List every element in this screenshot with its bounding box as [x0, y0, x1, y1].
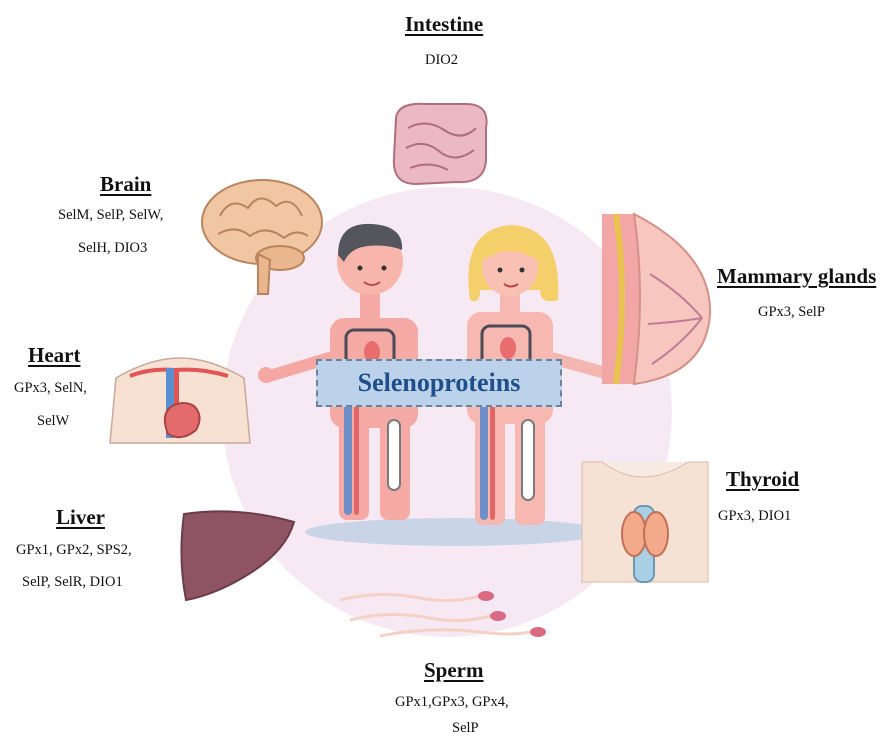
mammary-title: Mammary glands — [717, 264, 876, 289]
liver-title: Liver — [56, 505, 105, 530]
sperm-illustration — [340, 580, 550, 640]
heart-illustration — [110, 338, 250, 443]
brain-title: Brain — [100, 172, 151, 197]
ground-shadow — [305, 518, 605, 546]
heart-proteins-line1: GPx3, SelN, — [14, 376, 87, 401]
mammary-illustration — [602, 214, 712, 384]
liver-proteins-line2: SelP, SelR, DIO1 — [22, 570, 123, 595]
thyroid-title: Thyroid — [726, 467, 799, 492]
thyroid-illustration — [582, 462, 708, 582]
intestine-proteins: DIO2 — [425, 48, 458, 73]
mammary-proteins: GPx3, SelP — [758, 300, 825, 325]
liver-illustration — [178, 508, 298, 603]
thyroid-proteins: GPx3, DIO1 — [718, 504, 791, 529]
brain-proteins-line2: SelH, DIO3 — [78, 236, 147, 261]
sperm-proteins-line2: SelP — [452, 716, 479, 741]
heart-proteins-line2: SelW — [37, 409, 69, 434]
brain-illustration — [200, 176, 330, 296]
brain-proteins-line1: SelM, SelP, SelW, — [58, 203, 163, 228]
intestine-title: Intestine — [405, 12, 483, 37]
heart-title: Heart — [28, 343, 80, 368]
intestine-illustration — [386, 98, 496, 188]
sperm-title: Sperm — [424, 658, 484, 683]
liver-proteins-line1: GPx1, GPx2, SPS2, — [16, 538, 132, 563]
sperm-proteins-line1: GPx1,GPx3, GPx4, — [395, 690, 509, 715]
selenoproteins-label: Selenoproteins — [316, 359, 562, 407]
